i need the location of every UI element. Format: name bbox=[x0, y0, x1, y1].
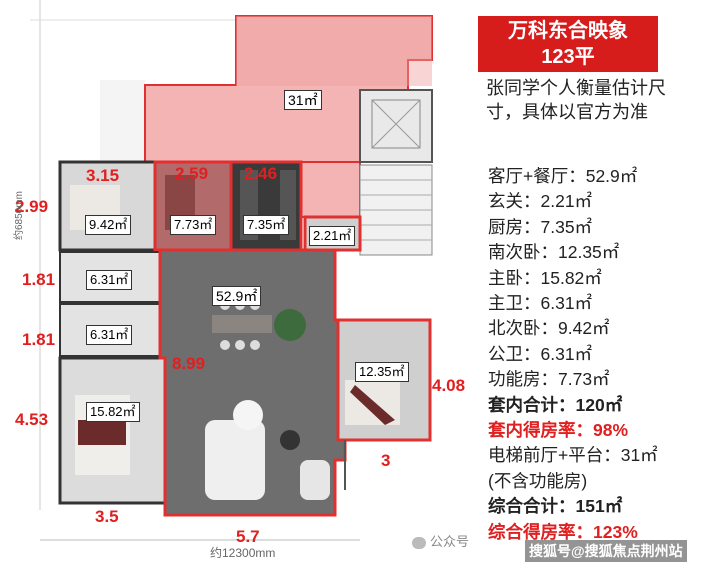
wechat-watermark: 公众号 bbox=[412, 531, 469, 550]
area-south-bedroom: 12.35㎡ bbox=[355, 362, 409, 382]
dim-south-bedroom-depth: 4.08 bbox=[432, 376, 466, 395]
title-size: 123平 bbox=[541, 46, 595, 68]
stat-item: 套内合计：120㎡ bbox=[488, 394, 623, 415]
area-kitchen: 7.35㎡ bbox=[243, 215, 290, 235]
stat-item: 客厅+餐厅：52.9㎡ bbox=[488, 166, 638, 186]
wechat-watermark-text: 公众号 bbox=[430, 534, 470, 549]
wechat-icon bbox=[412, 536, 426, 549]
dim-north-bedroom-width: 3.15 bbox=[86, 166, 120, 185]
area-entry: 2.21㎡ bbox=[309, 226, 356, 246]
dim-south-bedroom-width: 3 bbox=[381, 451, 391, 470]
title-box: 万科东合映象 123平 bbox=[478, 16, 658, 72]
dim-living-depth: 8.99 bbox=[172, 354, 206, 373]
stat-item: 综合得房率：123% bbox=[488, 521, 638, 542]
stat-item: 套内得房率：98% bbox=[488, 420, 629, 441]
dim-function-room-width: 2.59 bbox=[175, 164, 209, 183]
dim-master-bath-depth: 1.81 bbox=[22, 330, 56, 349]
estimate-note: 张同学个人衡量估计尺寸，具体以官方为准 bbox=[486, 78, 666, 122]
area-living: 52.9㎡ bbox=[212, 286, 262, 306]
stat-item: 玄关：2.21㎡ bbox=[488, 191, 593, 212]
stat-item: 厨房：7.35㎡ bbox=[488, 216, 593, 237]
info-panel: 万科东合映象 123平 张同学个人衡量估计尺寸，具体以官方为准 客厅+餐厅：52… bbox=[478, 0, 711, 567]
stat-item: (不含功能房) bbox=[488, 470, 588, 491]
stat-item: 电梯前厅+平台：31㎡ bbox=[488, 445, 658, 466]
stat-item: 综合合计：151㎡ bbox=[488, 496, 623, 517]
measure-vertical: 约6850mm bbox=[14, 191, 25, 240]
stat-item: 公卫：6.31㎡ bbox=[488, 343, 593, 364]
stat-item: 主卫：6.31㎡ bbox=[488, 293, 593, 314]
dim-living-width: 5.7 bbox=[236, 527, 260, 546]
sohu-watermark: 搜狐号@搜狐焦点荆州站 bbox=[525, 540, 687, 562]
area-public-bath: 6.31㎡ bbox=[86, 270, 133, 290]
measure-bottom: 约12300mm bbox=[210, 546, 276, 560]
area-terrace: 31㎡ bbox=[284, 90, 322, 110]
floor-plan-drawing bbox=[30, 0, 433, 541]
area-north-bedroom: 9.42㎡ bbox=[85, 215, 132, 235]
stat-item: 功能房：7.73㎡ bbox=[488, 369, 610, 390]
stat-item: 北次卧：9.42㎡ bbox=[488, 318, 610, 339]
dim-public-bath-depth: 1.81 bbox=[22, 270, 56, 289]
dim-master-bedroom-width: 3.5 bbox=[95, 507, 119, 526]
stat-item: 南次卧：12.35㎡ bbox=[488, 242, 620, 263]
area-function-room: 7.73㎡ bbox=[170, 215, 217, 235]
dim-kitchen-width: 2.46 bbox=[244, 164, 278, 183]
area-master-bedroom: 15.82㎡ bbox=[86, 402, 140, 422]
floor-plan: 3.15 2.59 2.46 2.99 1.81 1.81 4.53 8.99 … bbox=[14, 0, 466, 560]
stat-item: 主卧：15.82㎡ bbox=[488, 267, 602, 288]
dim-north-bedroom-depth: 2.99 bbox=[15, 197, 49, 216]
area-master-bath: 6.31㎡ bbox=[86, 325, 133, 345]
title-project: 万科东合映象 bbox=[508, 20, 628, 42]
dim-master-bedroom-depth: 4.53 bbox=[15, 410, 49, 429]
